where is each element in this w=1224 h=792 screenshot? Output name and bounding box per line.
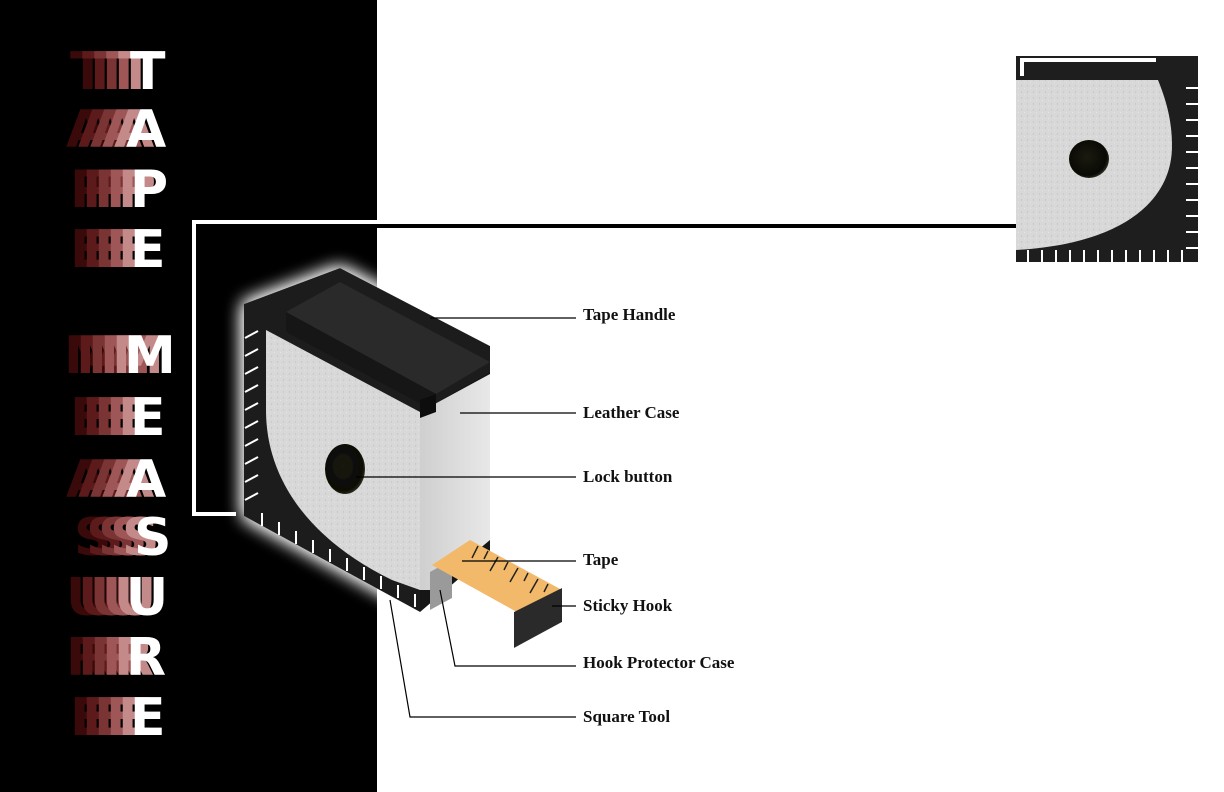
callout-square-tool: Square Tool	[583, 707, 671, 726]
leader-square-tool	[389, 599, 576, 718]
title-letter-e2: E E E E E E	[70, 388, 166, 448]
leader-hook-protector-case	[439, 589, 576, 667]
callout-hook-protector-case: Hook Protector Case	[583, 653, 735, 672]
title-letter-u: U U U U U U	[66, 568, 169, 628]
title-letter-a: A A A A A A	[66, 100, 167, 160]
title-tape-measure: T T T T T T A A A A A A P P P P P P E E …	[60, 0, 180, 792]
title-letter-r: R R R R R R	[66, 628, 167, 688]
title-letter-p: P P P P P P	[70, 160, 169, 220]
title-letter-a2: A A A A A A	[66, 450, 167, 510]
callout-lock-button: Lock button	[583, 467, 673, 486]
title-letter-e3: E E E E E E	[70, 688, 166, 748]
callout-tape: Tape	[583, 550, 619, 569]
title-letter-s: S S S S S S	[74, 508, 172, 568]
callout-leather-case: Leather Case	[583, 403, 680, 422]
callout-sticky-hook: Sticky Hook	[583, 596, 673, 615]
title-letter-t: T T T T T T	[70, 42, 166, 102]
callout-tape-handle: Tape Handle	[583, 305, 676, 324]
connector-line	[192, 220, 1016, 516]
tape-measure-front-view	[1016, 56, 1198, 262]
tape-measure-main	[244, 268, 562, 648]
title-letter-e: E E E E E E	[70, 220, 166, 280]
title-letter-m: M M M M M M	[64, 326, 176, 386]
